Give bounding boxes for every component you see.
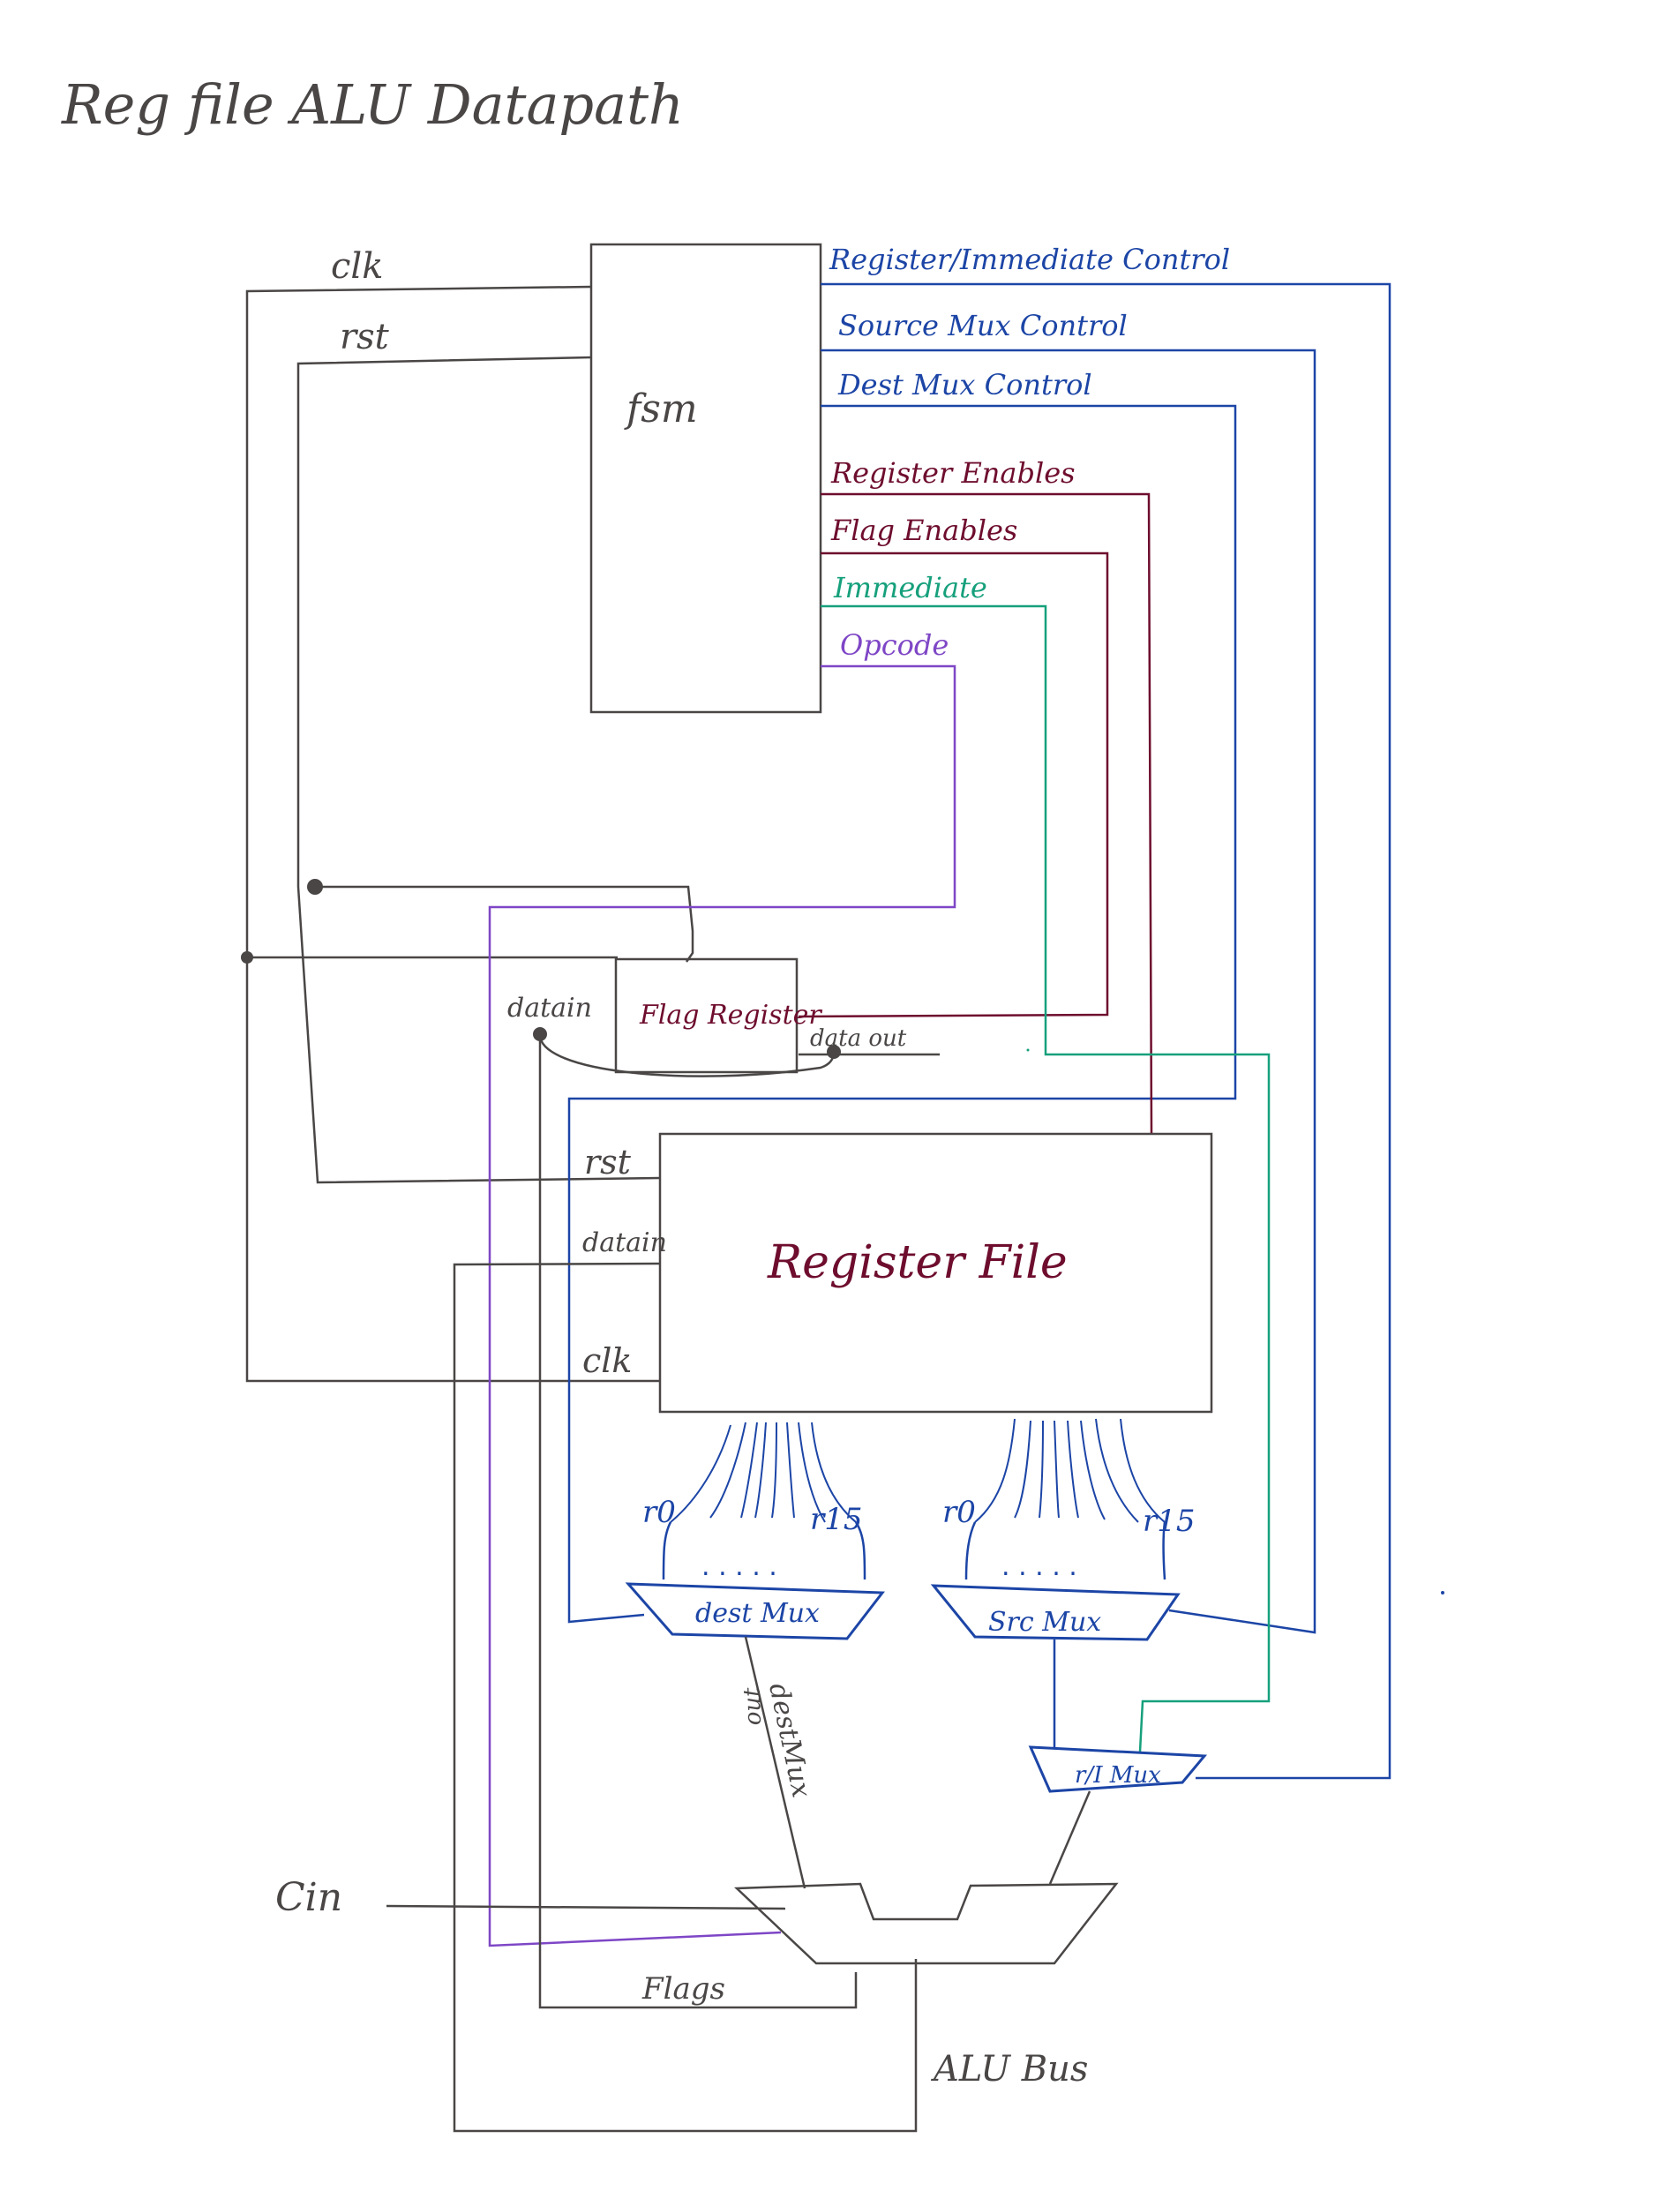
flag-enables-wire — [798, 552, 1109, 1018]
rst-branch-flag — [313, 885, 694, 963]
clk-wire — [245, 285, 660, 1383]
flag-enables-label: Flag Enables — [830, 514, 1017, 547]
fsm-block — [589, 243, 822, 714]
dest-mux-control-wire — [567, 404, 1237, 1624]
fsm-rst-label: rst — [340, 317, 390, 357]
stray-mark — [1441, 1591, 1444, 1594]
flag-register-label: Flag Register — [639, 1000, 822, 1031]
src-mux-right-lead — [1162, 1521, 1166, 1580]
src-mux-r0-label: r0 — [942, 1495, 976, 1530]
register-file-block — [658, 1132, 1213, 1414]
alu-block — [733, 1882, 1119, 1965]
flag-dataout-label: data out — [810, 1025, 907, 1052]
source-mux-control-label: Source Mux Control — [838, 309, 1128, 342]
regfile-rst-label: rst — [584, 1143, 632, 1182]
cin-label: Cin — [275, 1875, 342, 1920]
dest-mux-r0-label: r0 — [642, 1495, 676, 1530]
dest-mux-right-lead — [854, 1521, 866, 1580]
flag-register-block — [614, 957, 799, 1074]
regfile-clk-label: clk — [582, 1341, 632, 1380]
register-file-label: Register File — [767, 1236, 1068, 1289]
src-mux-label: Src Mux — [988, 1607, 1101, 1638]
reg-imm-control-label: Register/Immediate Control — [829, 243, 1230, 276]
dest-mux-left-lead — [662, 1521, 672, 1580]
flag-dataout-dot — [827, 1045, 841, 1059]
dest-mux-block — [625, 1582, 885, 1640]
reg-imm-control-wire — [821, 282, 1391, 1780]
dest-mux-dots: . . . . . — [701, 1551, 777, 1582]
dest-mux-control-label: Dest Mux Control — [837, 368, 1092, 401]
opcode-wire — [488, 664, 956, 1947]
dest-mux-out-wire — [744, 1636, 806, 1889]
dest-mux-r15-label: r15 — [810, 1502, 863, 1537]
dest-mux-out-sub-label: out — [739, 1686, 766, 1725]
register-enables-label: Register Enables — [830, 456, 1076, 490]
src-register-fan — [974, 1418, 1166, 1523]
clk-junction-dot — [241, 951, 253, 964]
dest-mux-label: dest Mux — [695, 1598, 820, 1629]
alu-bus-label: ALU Bus — [930, 2049, 1088, 2090]
rst-junction-dot — [307, 879, 323, 895]
diagram-title: Reg file ALU Datapath — [61, 72, 684, 137]
src-mux-block — [930, 1584, 1181, 1641]
fsm-label: fsm — [624, 386, 698, 431]
opcode-label: Opcode — [840, 628, 949, 662]
immediate-label: Immediate — [833, 571, 987, 604]
flag-datain-label: datain — [507, 993, 592, 1024]
flag-loop-wire — [538, 1033, 836, 1077]
flags-feedback-wire — [538, 1034, 858, 2009]
rst-wire — [296, 356, 661, 1184]
ri-mux-label: r/I Mux — [1075, 1762, 1161, 1789]
immediate-wire — [821, 604, 1271, 1752]
register-enables-wire — [821, 492, 1153, 1135]
alu-bus-wire — [453, 1262, 918, 2133]
fsm-clk-label: clk — [331, 246, 383, 287]
ri-mux-block — [1028, 1745, 1208, 1793]
flags-label: Flags — [641, 1971, 725, 2007]
src-mux-left-lead — [964, 1521, 977, 1580]
src-mux-r15-label: r15 — [1143, 1504, 1196, 1539]
source-mux-control-wire — [821, 349, 1316, 1634]
stray-mark-green — [1026, 1048, 1030, 1052]
src-mux-dots: . . . . . — [1001, 1551, 1077, 1582]
regfile-datain-label: datain — [582, 1227, 667, 1258]
cin-wire — [386, 1904, 786, 1910]
ri-mux-out-wire — [1048, 1790, 1091, 1885]
dest-register-fan — [670, 1422, 857, 1523]
